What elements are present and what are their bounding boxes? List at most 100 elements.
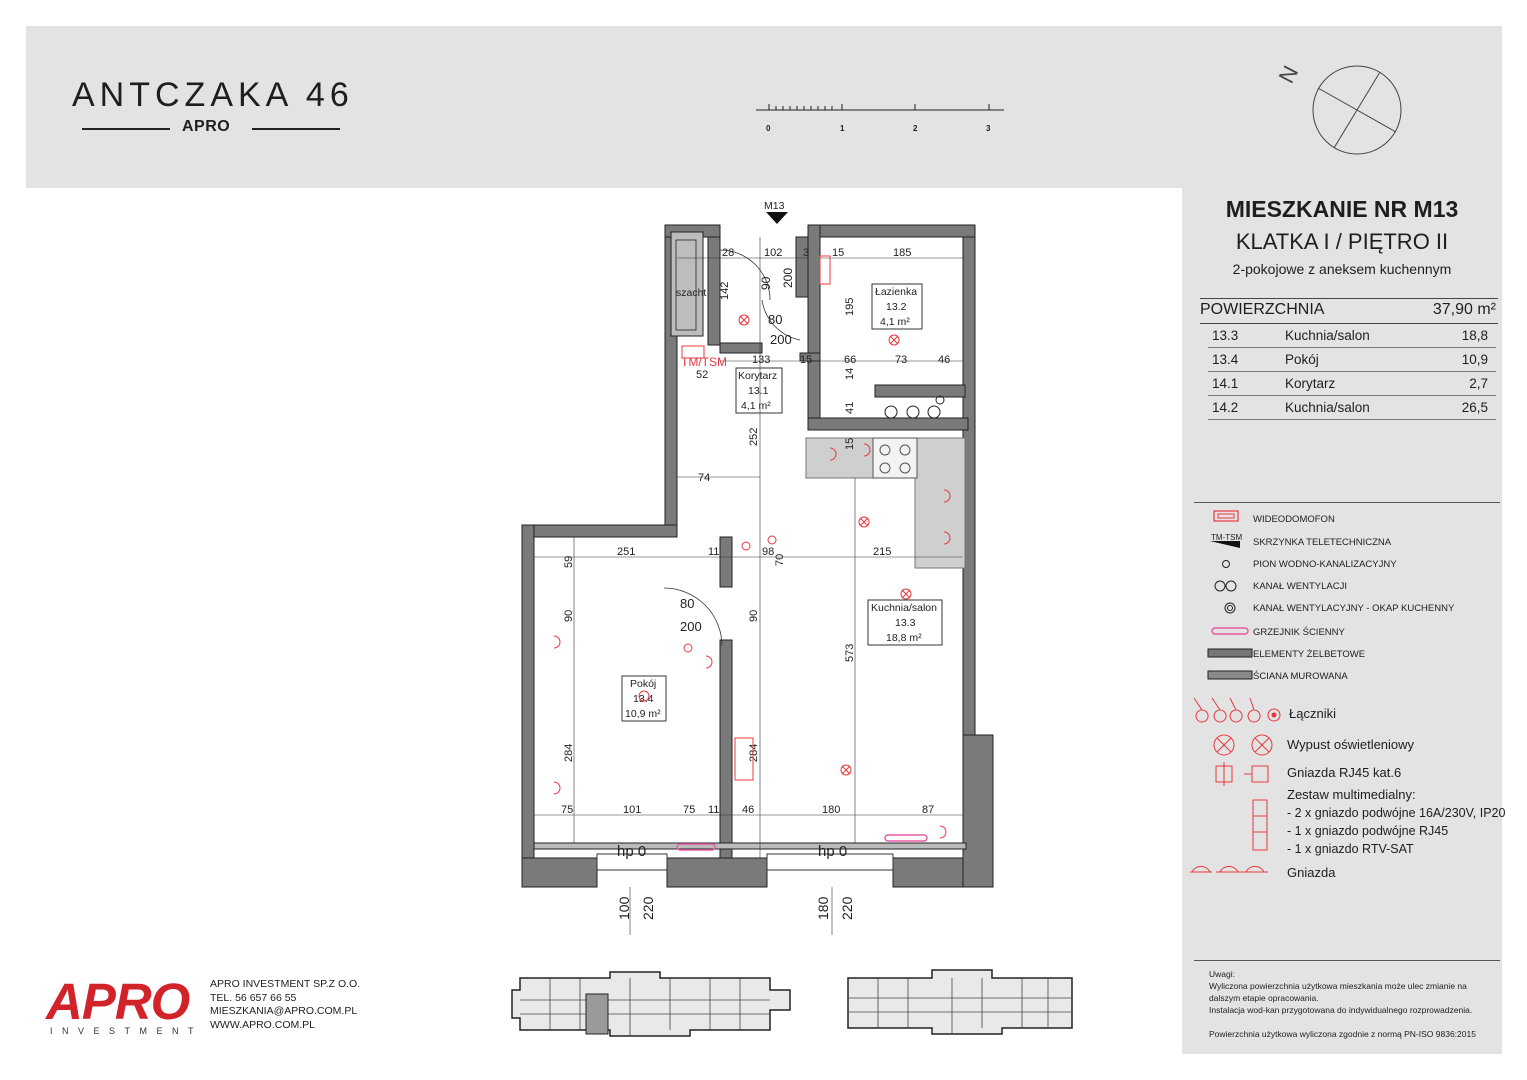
radiator	[676, 843, 716, 851]
room-label-korytarz: Korytarz 13.1 4,1 m²	[735, 367, 783, 414]
apartment-title: MIESZKANIE NR M13	[1225, 196, 1459, 222]
area-row-code: 14.1	[1212, 376, 1239, 391]
dimension: 46	[742, 804, 754, 816]
legend-item: KANAŁ WENTYLACYJNY - OKAP KUCHENNY	[1253, 603, 1455, 614]
wall	[533, 842, 967, 850]
svg-text:4,1 m²: 4,1 m²	[880, 316, 910, 328]
dimension: 251	[617, 546, 635, 558]
legend-item: KANAŁ WENTYLACJI	[1253, 581, 1347, 592]
legend-item: WIDEODOMOFON	[1253, 514, 1335, 525]
legend-item: GRZEJNIK ŚCIENNY	[1253, 627, 1345, 638]
dimension: 180	[815, 896, 831, 920]
wall	[874, 384, 966, 398]
legend-light: Wypust oświetleniowy	[1287, 737, 1415, 752]
scale-label-1: 1	[840, 124, 845, 133]
dimension: 195	[844, 298, 856, 316]
telecom-box-icon	[1210, 541, 1240, 548]
water-riser-icon	[1222, 560, 1230, 568]
dimension: 75	[683, 804, 695, 816]
tm-tsm-label: TM-TSM	[1211, 533, 1242, 542]
legend-divider	[1194, 502, 1500, 503]
socket-icon	[1190, 865, 1268, 873]
dimension: 215	[873, 546, 891, 558]
wall	[666, 857, 768, 888]
area-row: 13.4 Pokój 10,9	[1208, 348, 1496, 372]
legend-item: PION WODNO-KANALIZACYJNY	[1253, 559, 1397, 570]
project-title: ANTCZAKA 46	[72, 76, 354, 114]
notes-line: Powierzchnia użytkowa wyliczona zgodnie …	[1209, 1029, 1476, 1039]
dimension: 200	[781, 268, 795, 288]
info-sidebar	[1182, 188, 1502, 1054]
unit-tag: M13	[764, 200, 785, 212]
area-row-code: 13.3	[1212, 328, 1239, 343]
dimension: 90	[563, 610, 575, 622]
svg-text:13.4: 13.4	[633, 693, 654, 705]
scale-label-2: 2	[913, 124, 918, 133]
dimension: 80	[768, 312, 782, 327]
electrical-markings	[553, 255, 951, 839]
room-label-pokoj: Pokój 13.4 10,9 m²	[621, 675, 667, 722]
dimension: 200	[680, 619, 702, 634]
legend-symbols: TM-TSM	[1207, 510, 1253, 680]
dimension: 90	[748, 610, 760, 622]
vent-k-icon	[1214, 580, 1226, 592]
radiator-icon	[1211, 627, 1249, 635]
apartment-type: 2-pokojowe z aneksem kuchennym	[1232, 261, 1452, 277]
title-rule-right	[252, 128, 340, 130]
key-plan-left	[511, 971, 791, 1037]
multimedia-icon	[1252, 799, 1268, 851]
svg-text:Kuchnia/salon: Kuchnia/salon	[871, 602, 937, 614]
room-label-lazienka: Łazienka 13.2 4,1 m²	[871, 283, 923, 330]
company-logo: APRO	[46, 973, 190, 1030]
legend-switches: Łączniki	[1289, 706, 1336, 721]
area-row: 13.3 Kuchnia/salon 18,8	[1208, 324, 1496, 348]
svg-text:Pokój: Pokój	[630, 678, 656, 690]
dimension: 87	[922, 804, 934, 816]
hood-vent-icon	[1224, 602, 1236, 614]
area-row-name: Kuchnia/salon	[1285, 400, 1370, 415]
legend-multimedia-title: Zestaw multimedialny:	[1287, 787, 1416, 802]
hob	[872, 437, 918, 479]
dimension: 75	[561, 804, 573, 816]
area-row-value: 18,8	[1461, 328, 1488, 343]
dimension: 80	[680, 596, 694, 611]
legend-sockets: Gniazda	[1287, 865, 1336, 880]
notes-line: dalszym etapie opracowania.	[1209, 993, 1319, 1003]
notes-block: Uwagi: Wyliczona powierzchnia użytkowa m…	[1209, 968, 1499, 1040]
window	[766, 853, 894, 871]
company-line: WWW.APRO.COM.PL	[210, 1018, 315, 1031]
dimension: 102	[764, 247, 782, 259]
intercom-icon	[1213, 510, 1239, 522]
wall	[807, 224, 976, 238]
dimension: 52	[696, 369, 708, 381]
dimension: 46	[938, 354, 950, 366]
compass-north-label: N	[1274, 61, 1304, 87]
dimension: 220	[839, 896, 855, 920]
dimension: 11	[708, 546, 719, 558]
area-row-name: Kuchnia/salon	[1285, 328, 1370, 343]
dimension: 252	[748, 428, 760, 446]
svg-text:18,8 m²: 18,8 m²	[886, 632, 922, 644]
dimension: 41	[844, 402, 856, 414]
dimension: 220	[640, 896, 656, 920]
svg-text:13.2: 13.2	[886, 301, 907, 313]
svg-text:13.1: 13.1	[748, 385, 769, 397]
notes-divider	[1194, 960, 1500, 961]
dimension: 133	[752, 354, 770, 366]
dimension: 70	[774, 554, 786, 566]
dimension: 28	[722, 247, 734, 259]
svg-text:4,1 m²: 4,1 m²	[741, 400, 771, 412]
dimension: 142	[719, 282, 731, 300]
project-brand: APRO	[182, 118, 231, 135]
area-row-code: 14.2	[1212, 400, 1239, 415]
area-row: 14.1 Korytarz 2,7	[1208, 372, 1496, 396]
notes-title: Uwagi:	[1209, 969, 1235, 979]
area-row-value: 26,5	[1461, 400, 1488, 415]
masonry-icon	[1207, 670, 1253, 680]
concrete-icon	[1207, 648, 1253, 658]
radiator	[884, 834, 928, 842]
area-row-code: 13.4	[1212, 352, 1239, 367]
dimension: 15	[832, 247, 844, 259]
kitchen-counter	[914, 437, 966, 569]
company-logo-sub: INVESTMENT	[50, 1026, 204, 1036]
